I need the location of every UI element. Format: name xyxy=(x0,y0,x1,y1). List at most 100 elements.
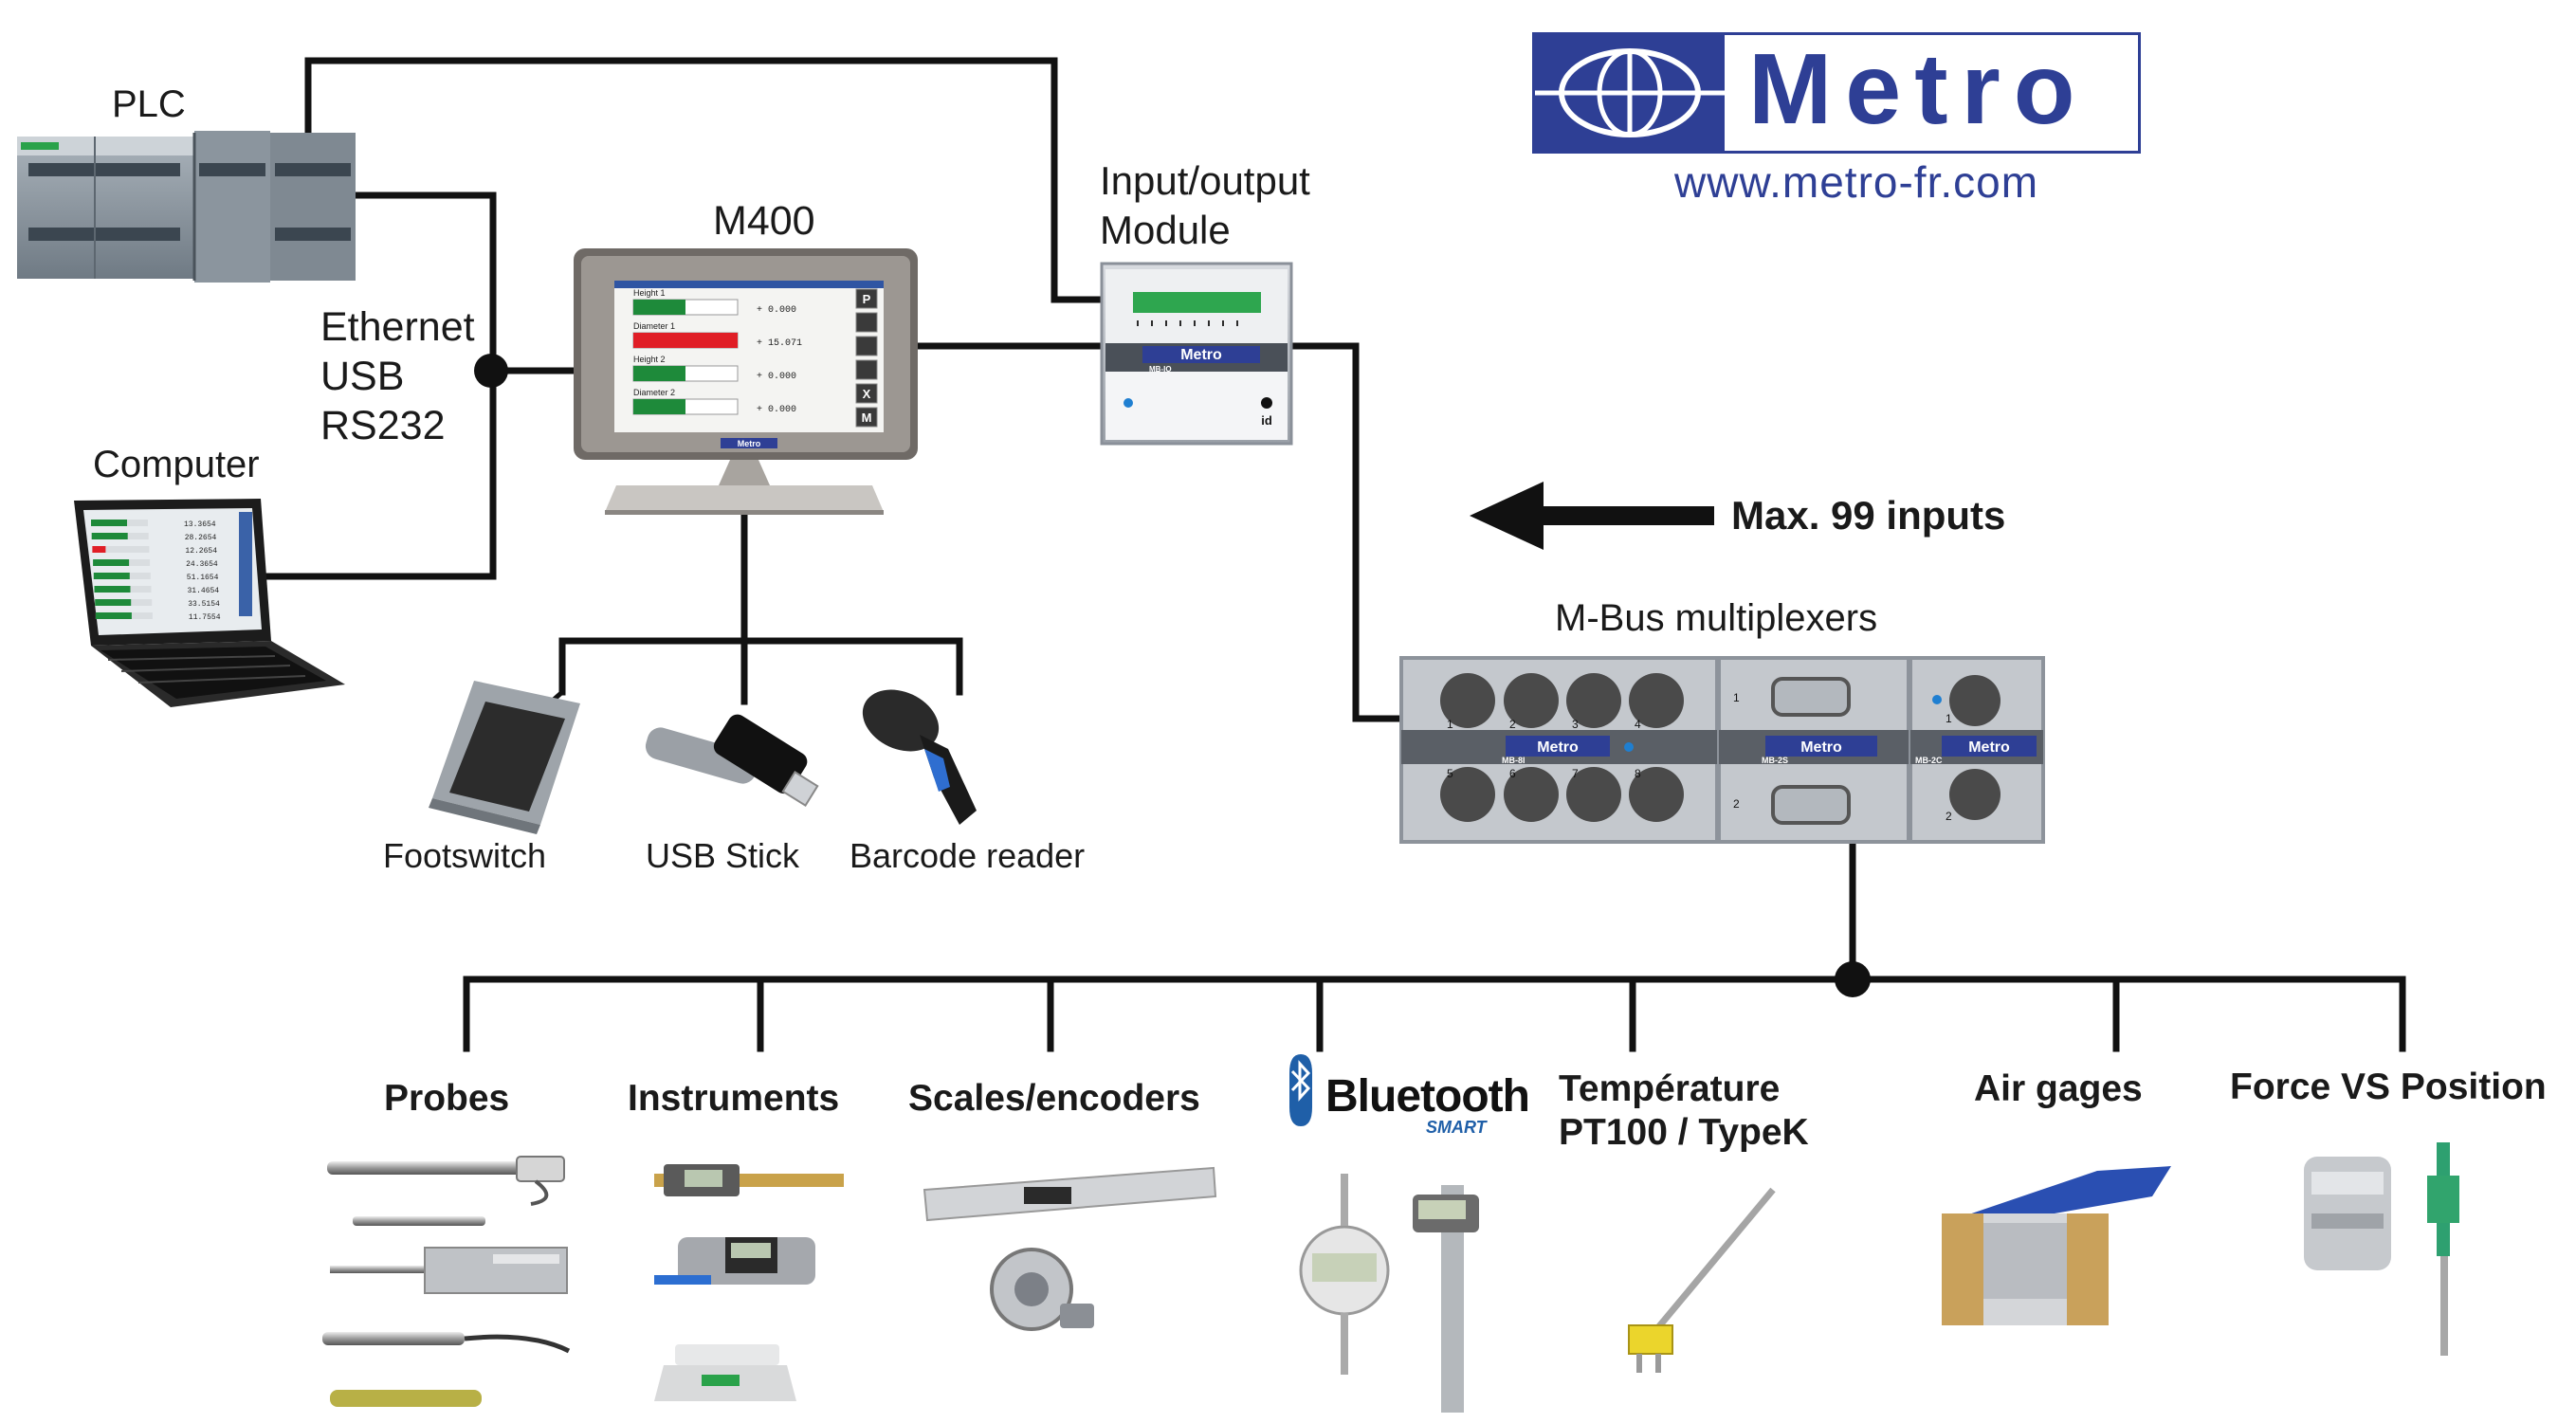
m400-row-label: Height 1 xyxy=(633,288,666,298)
mux-badge: Metro xyxy=(1537,739,1579,756)
category-probes: Probes xyxy=(384,1078,510,1119)
mux-port-number: 1 xyxy=(1733,691,1740,704)
mux-port xyxy=(1629,673,1684,728)
bluetooth-smart-label: SMART xyxy=(1426,1118,1487,1137)
m400-side-button[interactable] xyxy=(855,336,878,356)
computer-label: Computer xyxy=(93,444,260,485)
laptop-row-bar xyxy=(91,520,127,526)
laptop-row-frame xyxy=(92,546,150,553)
instruments-images xyxy=(654,1164,844,1401)
mux-port xyxy=(1440,767,1495,822)
brand-url[interactable]: www.metro-fr.com xyxy=(1674,157,2039,207)
air-gages-images xyxy=(1942,1166,2171,1325)
multiplexer-mb-2c xyxy=(1909,656,2045,844)
category-temperature-line1: Température xyxy=(1559,1068,1781,1109)
m400-side-button[interactable] xyxy=(855,288,878,309)
plc-label: PLC xyxy=(112,83,186,125)
laptop-row-value: 31.4654 xyxy=(188,587,220,595)
mux-port-number: 2 xyxy=(1946,810,1952,823)
category-bluetooth: Bluetooth xyxy=(1325,1071,1530,1122)
usb-stick-label: USB Stick xyxy=(646,836,800,875)
m400-side-button[interactable] xyxy=(855,407,878,428)
m400-side-button-label: P xyxy=(863,292,871,306)
mux-badge: Metro xyxy=(1800,739,1842,756)
laptop-row-value: 33.5154 xyxy=(188,600,220,609)
mux-model: MB-8I xyxy=(1502,756,1526,765)
bus-junction-right xyxy=(1835,961,1871,997)
m400-row-value: + 0.000 xyxy=(757,405,796,415)
category-air-gages: Air gages xyxy=(1974,1068,2143,1109)
mux-port xyxy=(1504,767,1559,822)
io-module-id-label: id xyxy=(1261,413,1272,428)
laptop-computer: 13.365428.265412.265424.365451.165431.46… xyxy=(74,499,345,707)
laptop-row-bar xyxy=(93,573,130,579)
m400-side-button[interactable] xyxy=(855,312,878,333)
plc-to-io-line xyxy=(304,57,1168,303)
mux-badge: Metro xyxy=(1968,739,2010,756)
mux-port-number: 8 xyxy=(1635,767,1641,780)
footswitch-device xyxy=(429,681,580,834)
connection-lines xyxy=(264,57,2406,1052)
mux-port-number: 1 xyxy=(1447,718,1453,731)
category-force-position: Force VS Position xyxy=(2230,1067,2547,1107)
max-inputs-arrow xyxy=(1470,482,1714,550)
laptop-row-bar xyxy=(94,586,131,593)
bluetooth-images xyxy=(1299,1174,1479,1413)
laptop-row-bar xyxy=(91,533,128,539)
m400-row-bar xyxy=(633,333,738,348)
m400-row-value: + 0.000 xyxy=(757,305,796,316)
mux-model: MB-2C xyxy=(1915,756,1943,765)
io-module-badge: Metro xyxy=(1180,347,1222,363)
mux-port-number: 7 xyxy=(1572,767,1579,780)
m400-side-button-label: M xyxy=(862,410,872,425)
m400-footer-brand: Metro xyxy=(738,439,761,448)
usb-label: USB xyxy=(320,354,405,399)
m400-row-bar xyxy=(633,300,685,315)
m400-row-label: Diameter 2 xyxy=(633,388,675,397)
peripherals-bus-line xyxy=(558,637,963,696)
m400-side-buttons: P XM xyxy=(855,288,878,428)
mux-port-number: 2 xyxy=(1509,718,1516,731)
laptop-row-bar xyxy=(95,612,132,619)
bus-junction-left xyxy=(474,354,508,388)
laptop-row-value: 11.7554 xyxy=(189,613,221,622)
m400-row-label: Height 2 xyxy=(633,355,666,364)
laptop-row-value: 28.2654 xyxy=(185,534,217,542)
mux-port-number: 5 xyxy=(1447,767,1453,780)
mux-port-number: 4 xyxy=(1635,718,1641,731)
io-module-model: MB-IO xyxy=(1149,365,1172,374)
m400-label: M400 xyxy=(713,198,815,244)
metro-logo: Metro xyxy=(1532,32,2141,154)
mux-model: MB-2S xyxy=(1762,756,1788,765)
mux-port-number: 6 xyxy=(1509,767,1516,780)
m400-row-label: Diameter 1 xyxy=(633,321,675,331)
m400-side-button[interactable] xyxy=(855,359,878,380)
laptop-row-value: 13.3654 xyxy=(184,520,216,529)
m400-row-value: + 0.000 xyxy=(757,372,796,382)
sensor-bus-line xyxy=(463,976,2406,1052)
mbus-multiplexers: 152637481212MetroMB-8IMetroMB-2SMetroMB-… xyxy=(1399,656,2045,844)
laptop-row-value: 12.2654 xyxy=(185,547,217,556)
io-module-label-line2: Module xyxy=(1100,208,1231,252)
force-position-images xyxy=(2304,1142,2459,1356)
category-temperature-line2: PT100 / TypeK xyxy=(1559,1112,1809,1153)
ethernet-label: Ethernet xyxy=(320,304,475,350)
laptop-row-value: 24.3654 xyxy=(186,560,218,569)
laptop-screen-rows: 13.365428.265412.265424.365451.165431.46… xyxy=(91,520,221,622)
category-instruments: Instruments xyxy=(628,1078,840,1119)
m400-side-button[interactable] xyxy=(855,383,878,404)
globe-icon xyxy=(1535,35,1725,151)
category-scales-encoders: Scales/encoders xyxy=(908,1078,1200,1119)
laptop-row-bar xyxy=(93,559,130,566)
m400-side-button-label: X xyxy=(863,387,871,401)
mux-port xyxy=(1566,673,1621,728)
mux-port xyxy=(1440,673,1495,728)
rs232-label: RS232 xyxy=(320,403,446,448)
brand-name: Metro xyxy=(1748,33,2089,145)
usb-stick-device xyxy=(645,714,819,807)
max-inputs-label: Max. 99 inputs xyxy=(1731,493,2006,538)
bluetooth-icon xyxy=(1289,1054,1312,1126)
mux-port xyxy=(1566,767,1621,822)
